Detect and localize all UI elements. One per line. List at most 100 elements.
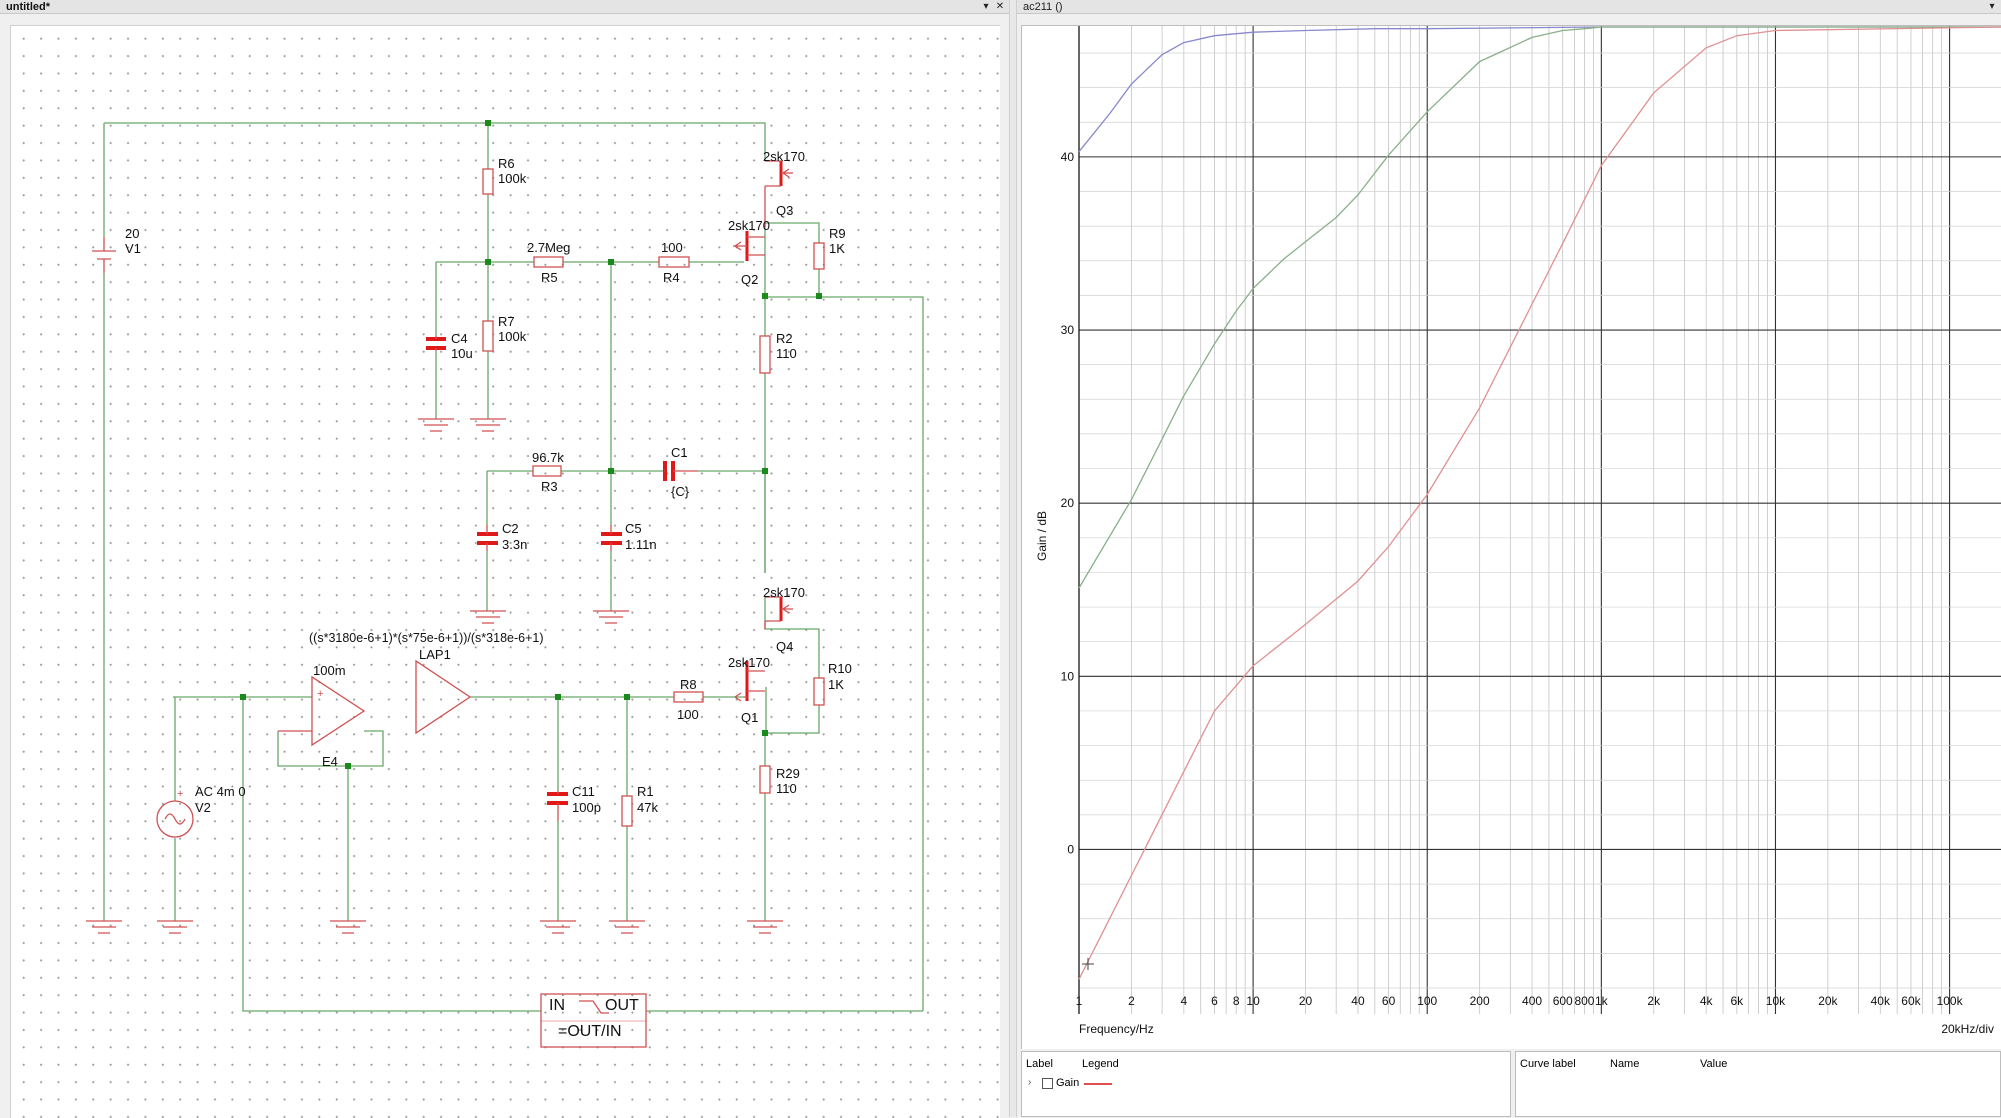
label-r9-ref: R9 [829, 226, 846, 241]
probe-expr: =OUT/IN [558, 1023, 622, 1040]
opamp-e4[interactable] [311, 675, 366, 747]
label-e4-ref: E4 [322, 754, 338, 769]
values-header-name: Name [1610, 1058, 1640, 1070]
close-icon[interactable]: ✕ [995, 1, 1005, 12]
resistor-r9 [813, 242, 825, 270]
jfet-leads [733, 160, 793, 702]
resistor-r7 [482, 320, 494, 352]
dropdown-icon[interactable]: ▾ [983, 1, 989, 12]
svg-text:+: + [177, 788, 183, 800]
gain-curve-2 [1078, 26, 2001, 589]
label-r10-ref: R10 [828, 661, 852, 676]
label-r5-ref: R5 [541, 270, 558, 285]
label-r9-value: 1K [829, 241, 845, 256]
pane-splitter[interactable] [1009, 0, 1017, 1117]
label-e4-value: 100m [313, 663, 346, 678]
label-r29-value: 110 [776, 781, 797, 796]
resistor-r2 [759, 335, 771, 374]
label-r1-value: 47k [637, 800, 658, 815]
label-lap1-ref: LAP1 [419, 647, 451, 662]
label-r6-value: 100k [498, 171, 527, 186]
label-r10-value: 1K [828, 677, 844, 692]
values-header-curve-label: Curve label [1520, 1058, 1576, 1070]
x-tick-label: 100 [1417, 994, 1437, 1008]
label-c11-ref: C11 [572, 784, 595, 799]
x-tick-label: 40k [1871, 994, 1891, 1008]
schematic-drawing[interactable]: + + [11, 26, 1000, 1118]
label-q3-model: 2sk170 [763, 149, 805, 164]
label-c2-ref: C2 [502, 521, 519, 536]
label-q4-model: 2sk170 [763, 585, 805, 600]
label-c1-ref: C1 [671, 445, 688, 460]
x-tick-label: 1k [1595, 994, 1609, 1008]
label-r5-value: 2.7Meg [527, 240, 571, 255]
label-r2-value: 110 [776, 346, 797, 361]
legend-panel[interactable]: Label Legend › Gain [1021, 1051, 1511, 1117]
x-tick-label: 4k [1700, 994, 1714, 1008]
label-r3-ref: R3 [541, 479, 558, 494]
y-tick-label: 10 [1061, 669, 1075, 683]
junctions [240, 120, 822, 769]
dropdown-icon[interactable]: ▾ [1989, 1, 1995, 12]
legend-row-label: Gain [1056, 1077, 1080, 1089]
label-q1-model: 2sk170 [728, 655, 770, 670]
x-tick-label: 400 [1522, 994, 1542, 1008]
label-c5-value: 1.11n [625, 537, 657, 552]
legend-header-label: Label [1026, 1058, 1053, 1070]
capacitor-leads [435, 336, 698, 821]
label-r29-ref: R29 [776, 766, 800, 781]
components[interactable] [92, 168, 825, 827]
ac-source-v2[interactable] [156, 800, 194, 838]
legend-swatch [1084, 1083, 1112, 1085]
laplace-block-lap1[interactable] [415, 659, 472, 735]
x-tick-label: 10 [1246, 994, 1260, 1008]
label-c11-value: 100p [572, 800, 601, 815]
resistor-r6 [482, 168, 494, 195]
label-v1-value: 20 [125, 226, 140, 241]
plot-titlebar[interactable]: ac211 () ▾ [1017, 0, 2001, 14]
probe-out-label: OUT [605, 997, 639, 1014]
label-r1-ref: R1 [637, 784, 654, 799]
label-q3-ref: Q3 [776, 203, 794, 218]
x-tick-label: 1 [1076, 994, 1083, 1008]
resistor-r3 [532, 465, 562, 477]
x-tick-label: 2 [1128, 994, 1135, 1008]
label-c4-value: 10u [451, 346, 473, 361]
x-tick-label: 4 [1180, 994, 1187, 1008]
svg-text:+: + [317, 688, 323, 700]
schematic-canvas[interactable]: + + 20 V1 R6 100k 2.7Meg R5 100 [10, 25, 1000, 1118]
x-tick-label: 40 [1351, 994, 1365, 1008]
x-scale-note: 20kHz/div [1941, 1022, 1994, 1036]
plot-curves [1078, 26, 2001, 980]
y-axis-label: Gain / dB [1035, 511, 1049, 561]
resistor-r1 [621, 795, 633, 827]
label-r8-value: 100 [677, 707, 699, 722]
y-tick-label: 30 [1061, 323, 1075, 337]
legend-checkbox[interactable] [1042, 1078, 1053, 1089]
chevron-right-icon[interactable]: › [1028, 1077, 1032, 1088]
x-tick-label: 60k [1901, 994, 1921, 1008]
schematic-titlebar[interactable]: untitled* ▾ ✕ [0, 0, 1009, 14]
label-r3-value: 96.7k [532, 450, 564, 465]
schematic-pane: untitled* ▾ ✕ [0, 0, 1009, 1118]
battery-v1 [92, 237, 116, 273]
legend-header-legend: Legend [1082, 1058, 1119, 1070]
label-c5-ref: C5 [625, 521, 642, 536]
y-tick-label: 20 [1061, 496, 1075, 510]
label-q1-ref: Q1 [741, 710, 759, 725]
label-r6-ref: R6 [498, 156, 515, 171]
x-tick-label: 6 [1211, 994, 1218, 1008]
crosshair-cursor[interactable] [1082, 958, 1094, 970]
x-tick-label: 600 [1553, 994, 1573, 1008]
x-tick-label: 20 [1299, 994, 1313, 1008]
label-r4-ref: R4 [663, 270, 680, 285]
x-tick-label: 800 [1574, 994, 1594, 1008]
x-tick-label: 20k [1818, 994, 1838, 1008]
cursor-values-panel[interactable]: Curve label Name Value [1515, 1051, 2001, 1117]
gain-curve-3 [1078, 26, 2001, 980]
transfer-probe-box[interactable] [540, 993, 647, 1048]
resistor-r5 [533, 256, 564, 268]
